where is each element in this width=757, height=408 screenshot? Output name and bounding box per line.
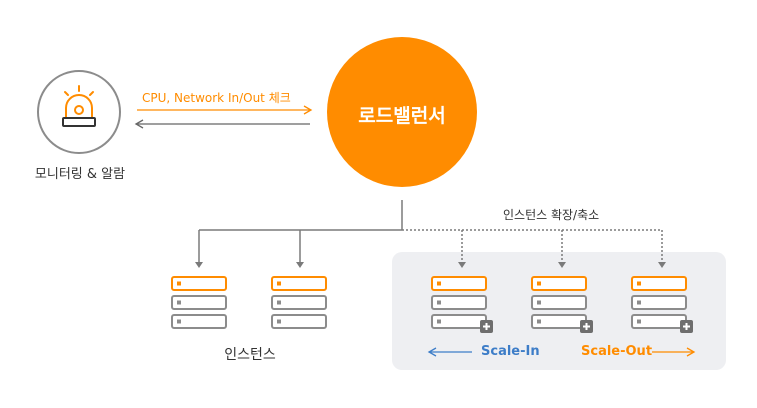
monitor-label: 모니터링 & 알람 (34, 167, 126, 182)
server-stack-icon (171, 276, 227, 329)
check-arrow (137, 105, 313, 115)
server-unit (271, 276, 327, 291)
instances-label: 인스턴스 (224, 347, 276, 363)
scaling-label: 인스턴스 확장/축소 (503, 208, 600, 222)
server-unit (271, 314, 327, 329)
plus-icon (580, 320, 593, 333)
alarm-siren-icon (64, 85, 94, 119)
server-unit (171, 276, 227, 291)
server-led (637, 319, 641, 324)
connector-lines (195, 200, 403, 268)
check-arrow-label: CPU, Network In/Out 체크 (142, 91, 291, 105)
server-led (277, 300, 281, 305)
server-unit (531, 295, 587, 310)
server-unit (271, 295, 327, 310)
return-arrow (134, 119, 310, 129)
server-unit (631, 295, 687, 310)
scale-in-label: Scale-In (481, 344, 540, 359)
server-unit (531, 276, 587, 291)
server-led (537, 319, 541, 324)
server-stacks (171, 276, 693, 333)
server-led (537, 281, 541, 286)
server-led (437, 281, 441, 286)
server-led (537, 300, 541, 305)
plus-icon (480, 320, 493, 333)
load-balancer-node (327, 37, 477, 187)
server-led (177, 300, 181, 305)
server-led (277, 281, 281, 286)
server-unit (431, 295, 487, 310)
dotted-connector-lines (402, 229, 663, 264)
server-led (637, 300, 641, 305)
server-led (177, 281, 181, 286)
monitor-node (37, 70, 121, 154)
dotted-arrow-heads (458, 262, 666, 268)
server-unit (171, 314, 227, 329)
server-unit (431, 276, 487, 291)
plus-icon (680, 320, 693, 333)
server-stack-icon (271, 276, 327, 329)
server-led (637, 281, 641, 286)
server-unit (631, 276, 687, 291)
server-led (177, 319, 181, 324)
scale-out-label: Scale-Out (581, 344, 653, 359)
scale-in-arrow (427, 347, 472, 357)
load-balancer-label: 로드밸런서 (358, 105, 446, 127)
server-stack-icon (531, 276, 593, 333)
server-stack-icon (431, 276, 493, 333)
server-led (437, 300, 441, 305)
server-led (437, 319, 441, 324)
scale-out-arrow (652, 347, 696, 357)
server-stack-icon (631, 276, 693, 333)
server-unit (171, 295, 227, 310)
server-led (277, 319, 281, 324)
